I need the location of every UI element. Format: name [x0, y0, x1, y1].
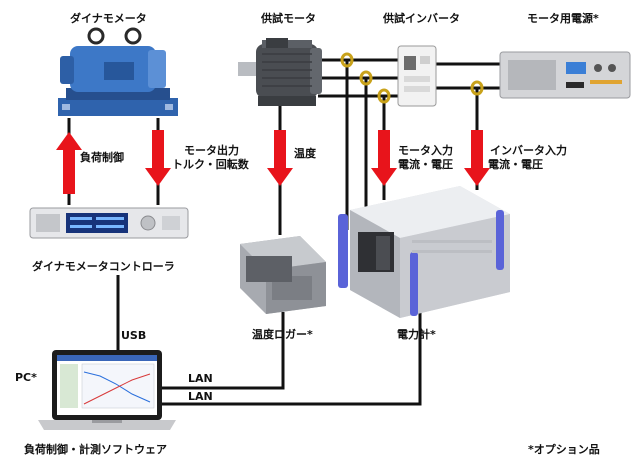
- power-meter-image: [338, 186, 510, 318]
- dynamometer-controller-label: ダイナモメータコントローラ: [32, 260, 175, 273]
- power-meter-label: 電力計*: [397, 328, 436, 341]
- software-label: 負荷制御・計測ソフトウェア: [24, 443, 167, 456]
- inverter-input-label-2: 電流・電圧: [488, 158, 543, 171]
- test-motor-label: 供試モータ: [261, 12, 316, 25]
- test-motor-image: [238, 38, 322, 106]
- signal-arrows: [56, 130, 490, 194]
- lan-meter-label: LAN: [188, 390, 213, 403]
- test-inverter-image: [397, 45, 437, 107]
- inverter-input-label-1: インバータ入力: [490, 144, 567, 157]
- pc-label: PC*: [15, 371, 37, 384]
- temperature-logger-label: 温度ロガー*: [252, 328, 313, 341]
- temperature-arrow: [267, 130, 293, 186]
- lan-logger-label: LAN: [188, 372, 213, 385]
- dynamometer-label: ダイナモメータ: [70, 12, 147, 25]
- motor-power-supply-label: モータ用電源*: [527, 12, 599, 25]
- temperature-logger-image: [240, 236, 326, 314]
- motor-output-arrow: [145, 130, 171, 186]
- motor-output-label-1: モータ出力: [184, 144, 239, 157]
- load-control-arrow: [56, 132, 82, 194]
- load-control-label: 負荷制御: [80, 151, 124, 164]
- motor-power-supply-image: [499, 51, 631, 99]
- dynamometer-controller-image: [29, 207, 189, 239]
- usb-label: USB: [121, 329, 147, 342]
- test-inverter-label: 供試インバータ: [383, 12, 460, 25]
- footnote-label: *オプション品: [528, 443, 600, 456]
- motor-input-arrow: [371, 130, 397, 186]
- motor-output-label-2: トルク・回転数: [172, 158, 249, 171]
- current-probes: [340, 52, 484, 104]
- dynamometer-image: [58, 27, 178, 116]
- motor-input-label-2: 電流・電圧: [398, 158, 453, 171]
- motor-input-label-1: モータ入力: [398, 144, 453, 157]
- laptop-pc-image: [38, 350, 176, 430]
- inverter-input-arrow: [464, 130, 490, 186]
- temperature-signal-label: 温度: [294, 147, 316, 160]
